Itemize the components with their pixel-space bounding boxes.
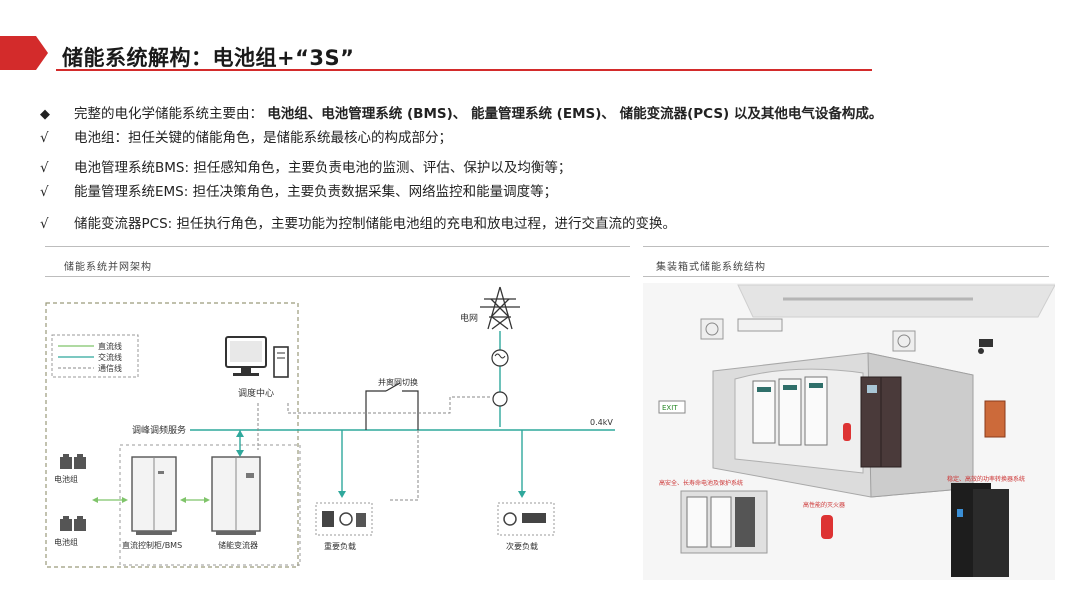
container-storage-illustration: EXIT 高安全、长寿命电池及保护系统 高性能的灭火器 稳定、高效的功率转换器系… [643, 283, 1055, 580]
callout-battery: 高安全、长寿命电池及保护系统 [659, 479, 743, 487]
callout-pcs: 稳定、高效的功率转换器系统 [947, 475, 1025, 483]
bullet-battery: √ 电池组：担任关键的储能角色，是储能系统最核心的构成部分； [40, 126, 452, 146]
fire-extinguisher-icon [843, 423, 851, 441]
fan-icon [892, 330, 916, 352]
dispatch-center-label: 调度中心 [238, 387, 274, 399]
control-panel-icon [984, 400, 1006, 438]
legend-dc: 直流线 [98, 341, 122, 351]
dc-cabinet-label: 直流控制柜/BMS [122, 540, 182, 550]
bullet-main-prefix: 完整的电化学储能系统主要由： [74, 106, 263, 122]
title-bar: 储能系统解构：电池组+“3S” [0, 28, 1080, 74]
bullet-text: 电池管理系统BMS: 担任感知角色，主要负责电池的监测、评估、保护以及均衡等； [74, 160, 572, 176]
important-load-icon [315, 502, 373, 536]
check-icon: √ [40, 216, 49, 232]
power-cabinet-icon [860, 376, 902, 468]
bullet-text: 电池组：担任关键的储能角色，是储能系统最核心的构成部分； [74, 130, 452, 146]
diamond-bullet-icon: ◆ [40, 107, 50, 122]
page-title: 储能系统解构：电池组+“3S” [62, 46, 355, 70]
bullet-main-items: 电池组、电池管理系统 (BMS)、 能量管理系统 (EMS)、 储能变流器(PC… [267, 106, 883, 122]
right-panel-bottom-line [643, 276, 1049, 277]
exit-sign-icon: EXIT [658, 400, 686, 414]
switch-label: 并离网切换 [378, 377, 418, 387]
pcs-label: 储能变流器 [218, 540, 258, 550]
callout-extinguisher: 高性能的灭火器 [803, 501, 845, 509]
bullet-pcs: √ 储能变流器PCS: 担任执行角色，主要功能为控制储能电池组的充电和放电过程，进… [40, 212, 676, 232]
check-icon: √ [40, 160, 49, 176]
secondary-load-label: 次要负载 [506, 541, 538, 551]
grid-tower-icon [480, 286, 520, 330]
battery-rack-icon [752, 376, 828, 446]
battery-icon [60, 454, 86, 469]
transformer-icon [491, 349, 509, 367]
grid-label: 电网 [460, 312, 478, 324]
bullet-bms: √ 电池管理系统BMS: 担任感知角色，主要负责电池的监测、评估、保护以及均衡等； [40, 156, 571, 176]
secondary-load-icon [497, 502, 555, 536]
bullet-text: 储能变流器PCS: 担任执行角色，主要功能为控制储能电池组的充电和放电过程，进行… [74, 216, 676, 232]
grid-architecture-diagram: 直流线 交流线 通信线 调度中心 电网 0.4kV 调峰调频服务 [45, 286, 615, 568]
important-load-label: 重要负载 [324, 541, 356, 551]
bullet-text: 能量管理系统EMS: 担任决策角色，主要负责数据采集、网络监控和能量调度等； [74, 184, 558, 200]
legend-ac: 交流线 [98, 352, 122, 362]
title-arrow-icon [0, 36, 48, 70]
camera-icon [978, 339, 993, 354]
voltage-label: 0.4kV [590, 418, 613, 427]
battery-label-top: 电池组 [54, 474, 78, 484]
service-label: 调峰调频服务 [132, 424, 186, 436]
check-icon: √ [40, 184, 49, 200]
right-panel-top-line [643, 246, 1049, 247]
battery-icon [60, 516, 86, 531]
switch-node-icon [492, 391, 508, 407]
air-conditioner-icon [700, 318, 783, 340]
left-panel-bottom-line [45, 276, 630, 277]
check-icon: √ [40, 130, 49, 146]
legend-comm: 通信线 [98, 363, 122, 373]
title-underline [56, 69, 872, 71]
dc-control-cabinet-icon [131, 456, 177, 535]
svg-text:EXIT: EXIT [662, 404, 678, 412]
bullet-ems: √ 能量管理系统EMS: 担任决策角色，主要负责数据采集、网络监控和能量调度等； [40, 180, 557, 200]
right-panel-title: 集装箱式储能系统结构 [656, 262, 766, 273]
left-panel-top-line [45, 246, 630, 247]
bullet-main: ◆ 完整的电化学储能系统主要由： 电池组、电池管理系统 (BMS)、 能量管理系统… [40, 102, 882, 122]
battery-label-bottom: 电池组 [54, 537, 78, 547]
left-panel-title: 储能系统并网架构 [64, 262, 152, 273]
pcs-cabinet-icon [211, 456, 261, 535]
legend: 直流线 交流线 通信线 [51, 334, 139, 378]
ceiling [737, 284, 1055, 318]
system-boundary [45, 302, 299, 568]
computer-icon [225, 336, 289, 378]
